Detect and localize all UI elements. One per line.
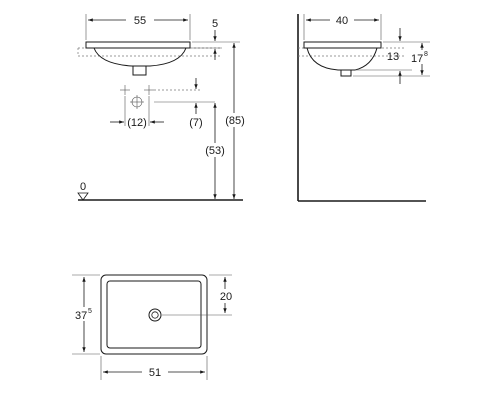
top-depth-label-superscript: 5 bbox=[88, 308, 92, 315]
inner-depth-label: 13 bbox=[387, 51, 399, 63]
top-width-label: 51 bbox=[149, 367, 161, 379]
width-label: 55 bbox=[134, 15, 146, 27]
top-basin-bowl bbox=[106, 280, 202, 349]
drain-height-label: (53) bbox=[205, 145, 225, 157]
top-basin-outline bbox=[100, 274, 208, 355]
side-basin-bowl bbox=[306, 47, 378, 71]
basin-bowl bbox=[93, 47, 187, 67]
height-label: (85) bbox=[225, 115, 245, 127]
drain-offset-label: (7) bbox=[189, 117, 202, 129]
top-depth-label: 37 bbox=[75, 310, 87, 322]
basin-rim bbox=[85, 41, 191, 49]
top-drain-inner bbox=[151, 311, 159, 319]
floor-level-triangle bbox=[77, 192, 89, 201]
top-drain-outer bbox=[148, 308, 162, 322]
side-basin-rim bbox=[303, 41, 382, 49]
fixing-point-left bbox=[120, 85, 130, 95]
floor-level-label: 0 bbox=[80, 181, 86, 193]
drain-outlet-symbol bbox=[130, 95, 144, 109]
front-view: 55 5 (85) (12) bbox=[77, 13, 248, 201]
side-view: 40 13 17 8 bbox=[297, 13, 432, 202]
depth-label: 17 bbox=[411, 53, 423, 65]
side-basin-drain bbox=[340, 70, 352, 77]
fixing-point-right bbox=[144, 85, 154, 95]
half-depth-label: 20 bbox=[220, 291, 232, 303]
depth-label-superscript: 8 bbox=[424, 51, 428, 58]
basin-drain bbox=[132, 66, 147, 76]
side-width-label: 40 bbox=[336, 15, 348, 27]
fixing-spacing-label: (12) bbox=[127, 117, 147, 129]
top-view: 51 37 5 20 bbox=[72, 274, 238, 380]
rim-thickness-label: 5 bbox=[212, 18, 218, 30]
